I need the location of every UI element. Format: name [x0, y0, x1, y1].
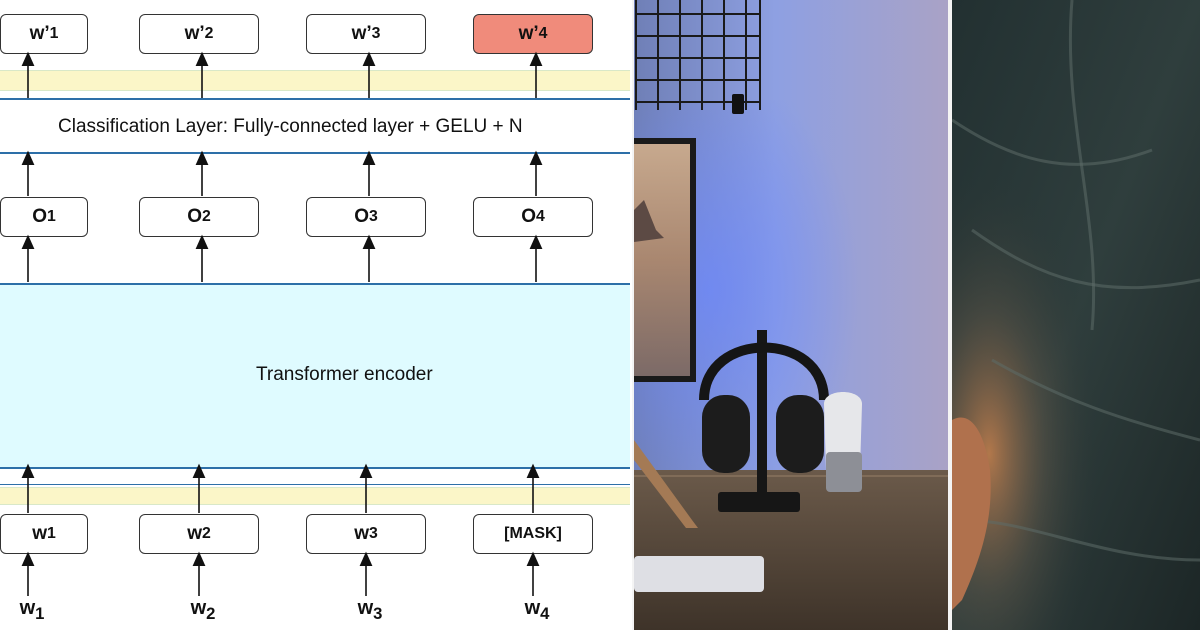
top-band: [0, 70, 630, 91]
input-word-2: w2: [163, 597, 243, 624]
transformer-encoder-block: [0, 283, 630, 469]
hand: [952, 417, 991, 610]
input-box-3-sub: 3: [368, 525, 378, 542]
encoder-output-3-sub: 3: [368, 208, 378, 225]
desk-scene: [634, 0, 948, 630]
input-box-4-base: [MASK]: [504, 525, 562, 542]
panel-divider-2: [948, 0, 952, 630]
classification-bottom-line: [0, 152, 630, 154]
output-token-4-base: w’: [518, 23, 539, 44]
input-word-2-base: w: [190, 597, 207, 619]
input-box-1-sub: 1: [46, 525, 56, 542]
input-word-4-sub: 4: [540, 604, 550, 623]
smart-speaker: [824, 392, 862, 492]
input-word-3-sub: 3: [373, 604, 383, 623]
output-token-1-sub: 1: [49, 25, 59, 42]
encoder-output-2-sub: 2: [201, 208, 211, 225]
input-word-3-base: w: [357, 597, 374, 619]
classification-layer-label: Classification Layer: Fully-connected la…: [58, 116, 523, 137]
output-token-3-base: w’: [351, 23, 372, 44]
input-word-4-base: w: [524, 597, 541, 619]
monitor-screen: [634, 144, 690, 376]
encoder-output-2-base: O: [187, 206, 202, 227]
classification-top-line: [0, 98, 630, 100]
output-token-2: w’2: [139, 14, 259, 54]
bottom-band: [0, 487, 630, 505]
headphone-stand: [718, 330, 800, 512]
input-word-1-base: w: [19, 597, 36, 619]
output-token-3-sub: 3: [371, 25, 381, 42]
output-token-2-base: w’: [184, 23, 205, 44]
monitor-island: [634, 200, 664, 242]
output-token-4-masked: w’4: [473, 14, 593, 54]
input-word-4: w4: [497, 597, 577, 624]
panel-divider-1: [632, 0, 634, 630]
output-token-2-sub: 2: [204, 25, 214, 42]
output-token-3: w’3: [306, 14, 426, 54]
encoder-output-1-base: O: [32, 206, 47, 227]
encoder-output-3-base: O: [354, 206, 369, 227]
output-token-4-sub: 4: [538, 25, 548, 42]
input-box-mask: [MASK]: [473, 514, 593, 554]
encoder-output-4-sub: 4: [535, 208, 545, 225]
bottom-band-line: [0, 484, 630, 485]
grid-clip: [732, 94, 744, 114]
output-token-1: w’1: [0, 14, 88, 54]
mlm-diagram: Classification Layer: Fully-connected la…: [0, 14, 630, 624]
fabric-scene: [952, 0, 1200, 630]
output-token-1-base: w’: [29, 23, 50, 44]
input-word-1-sub: 1: [35, 604, 45, 623]
transformer-encoder-label: Transformer encoder: [256, 364, 433, 385]
input-word-3: w3: [330, 597, 410, 624]
encoder-output-4-base: O: [521, 206, 536, 227]
input-box-1-base: w: [32, 523, 47, 544]
input-word-2-sub: 2: [206, 604, 216, 623]
input-box-3-base: w: [354, 523, 369, 544]
input-box-2-base: w: [187, 523, 202, 544]
encoder-output-1-sub: 1: [46, 208, 56, 225]
input-box-2-sub: 2: [201, 525, 211, 542]
desk-setup-photo: [634, 0, 948, 630]
trackpad: [634, 556, 764, 592]
headphones: [699, 342, 829, 473]
fabric-folds: [952, 0, 1200, 562]
fabric-hand-photo: [952, 0, 1200, 630]
input-word-1: w1: [0, 597, 72, 624]
